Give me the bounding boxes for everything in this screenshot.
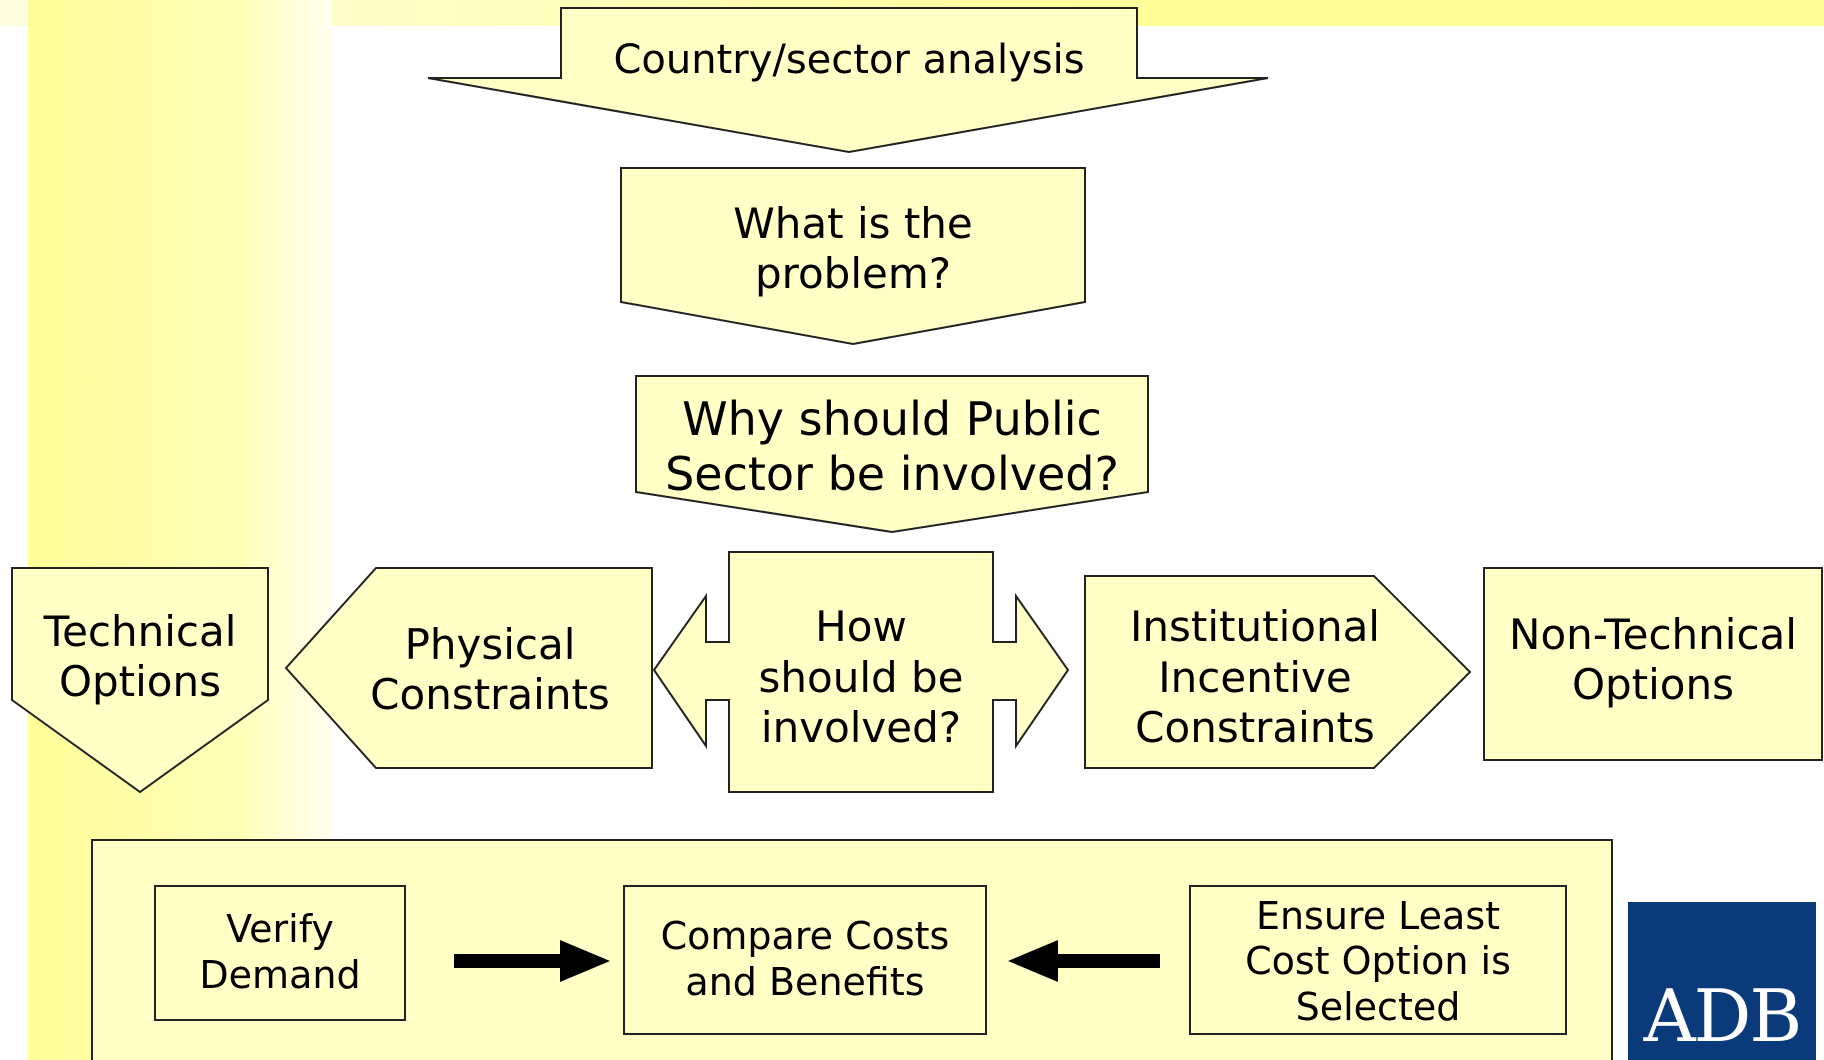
how-involved-shape	[652, 551, 1070, 793]
arrow-left-icon	[1008, 940, 1160, 982]
problem-shape	[620, 167, 1086, 346]
why-public-shape	[635, 375, 1149, 534]
non-technical-options-shape	[1483, 567, 1823, 761]
institutional-constraints-shape	[1084, 575, 1472, 769]
country-sector-arrow-shape	[427, 7, 1269, 154]
compare-costs-shape	[623, 885, 987, 1035]
adb-logo-text: ADB	[1643, 974, 1803, 1058]
adb-logo: ADB	[1628, 902, 1816, 1060]
physical-constraints-shape	[284, 567, 653, 769]
arrow-right-icon	[454, 940, 610, 982]
technical-options-shape	[11, 567, 269, 794]
ensure-least-cost-shape	[1189, 885, 1567, 1035]
verify-demand-shape	[154, 885, 406, 1021]
